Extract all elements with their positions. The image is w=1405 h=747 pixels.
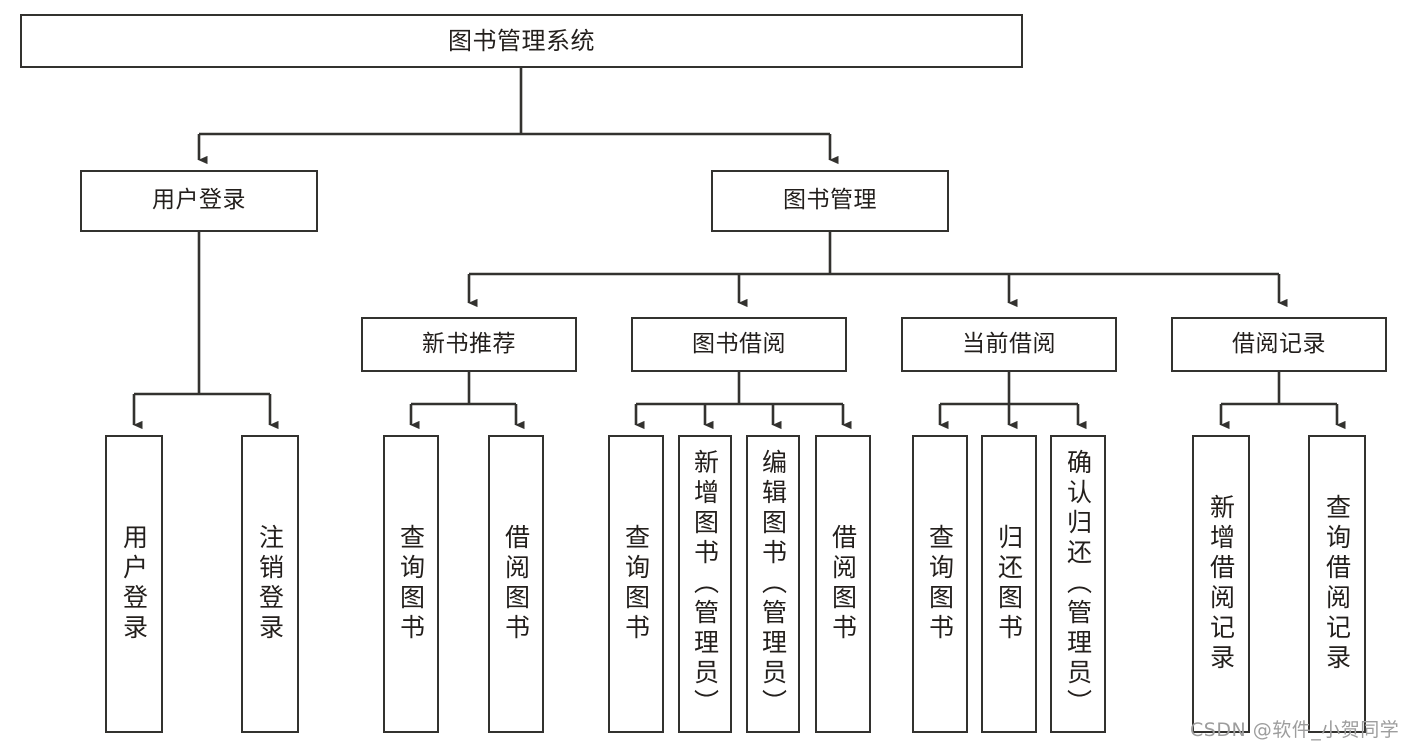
- leaf-edit-book-label: 编辑图书（管理员）: [758, 449, 788, 719]
- leaf-confirm-return[interactable]: 确认归还（管理员）: [1050, 435, 1106, 733]
- leaf-borrow-book-2[interactable]: 借阅图书: [815, 435, 871, 733]
- node-borrow-record[interactable]: 借阅记录: [1171, 317, 1387, 372]
- csdn-watermark: CSDN @软件_小贺同学: [1190, 719, 1400, 741]
- node-root-label: 图书管理系统: [448, 26, 595, 55]
- leaf-add-book-label: 新增图书（管理员）: [690, 449, 720, 719]
- leaf-query-record-label: 查询借阅记录: [1322, 494, 1352, 674]
- node-new-book-rec[interactable]: 新书推荐: [361, 317, 577, 372]
- node-current-borrow[interactable]: 当前借阅: [901, 317, 1117, 372]
- leaf-add-record[interactable]: 新增借阅记录: [1192, 435, 1250, 733]
- leaf-query-book-1[interactable]: 查询图书: [383, 435, 439, 733]
- node-book-manage[interactable]: 图书管理: [711, 170, 949, 232]
- leaf-query-book-3-label: 查询图书: [925, 524, 955, 644]
- leaf-query-book-2-label: 查询图书: [621, 524, 651, 644]
- leaf-borrow-book-1[interactable]: 借阅图书: [488, 435, 544, 733]
- leaf-borrow-book-2-label: 借阅图书: [828, 524, 858, 644]
- leaf-return-book-label: 归还图书: [994, 524, 1024, 644]
- node-user-login[interactable]: 用户登录: [80, 170, 318, 232]
- leaf-query-book-3[interactable]: 查询图书: [912, 435, 968, 733]
- leaf-add-book[interactable]: 新增图书（管理员）: [678, 435, 732, 733]
- leaf-logout[interactable]: 注销登录: [241, 435, 299, 733]
- leaf-add-record-label: 新增借阅记录: [1206, 494, 1236, 674]
- leaf-query-book-1-label: 查询图书: [396, 524, 426, 644]
- node-user-login-label: 用户登录: [152, 187, 246, 214]
- leaf-query-book-2[interactable]: 查询图书: [608, 435, 664, 733]
- node-current-borrow-label: 当前借阅: [962, 330, 1056, 357]
- leaf-return-book[interactable]: 归还图书: [981, 435, 1037, 733]
- node-book-borrow[interactable]: 图书借阅: [631, 317, 847, 372]
- node-root[interactable]: 图书管理系统: [20, 14, 1023, 68]
- node-book-borrow-label: 图书借阅: [692, 330, 786, 357]
- leaf-query-record[interactable]: 查询借阅记录: [1308, 435, 1366, 733]
- node-borrow-record-label: 借阅记录: [1232, 330, 1326, 357]
- leaf-logout-label: 注销登录: [255, 524, 285, 644]
- leaf-edit-book[interactable]: 编辑图书（管理员）: [746, 435, 800, 733]
- leaf-user-login[interactable]: 用户登录: [105, 435, 163, 733]
- node-new-book-rec-label: 新书推荐: [422, 330, 516, 357]
- leaf-borrow-book-1-label: 借阅图书: [501, 524, 531, 644]
- leaf-user-login-label: 用户登录: [119, 524, 149, 644]
- node-book-manage-label: 图书管理: [783, 187, 877, 214]
- leaf-confirm-return-label: 确认归还（管理员）: [1063, 449, 1093, 719]
